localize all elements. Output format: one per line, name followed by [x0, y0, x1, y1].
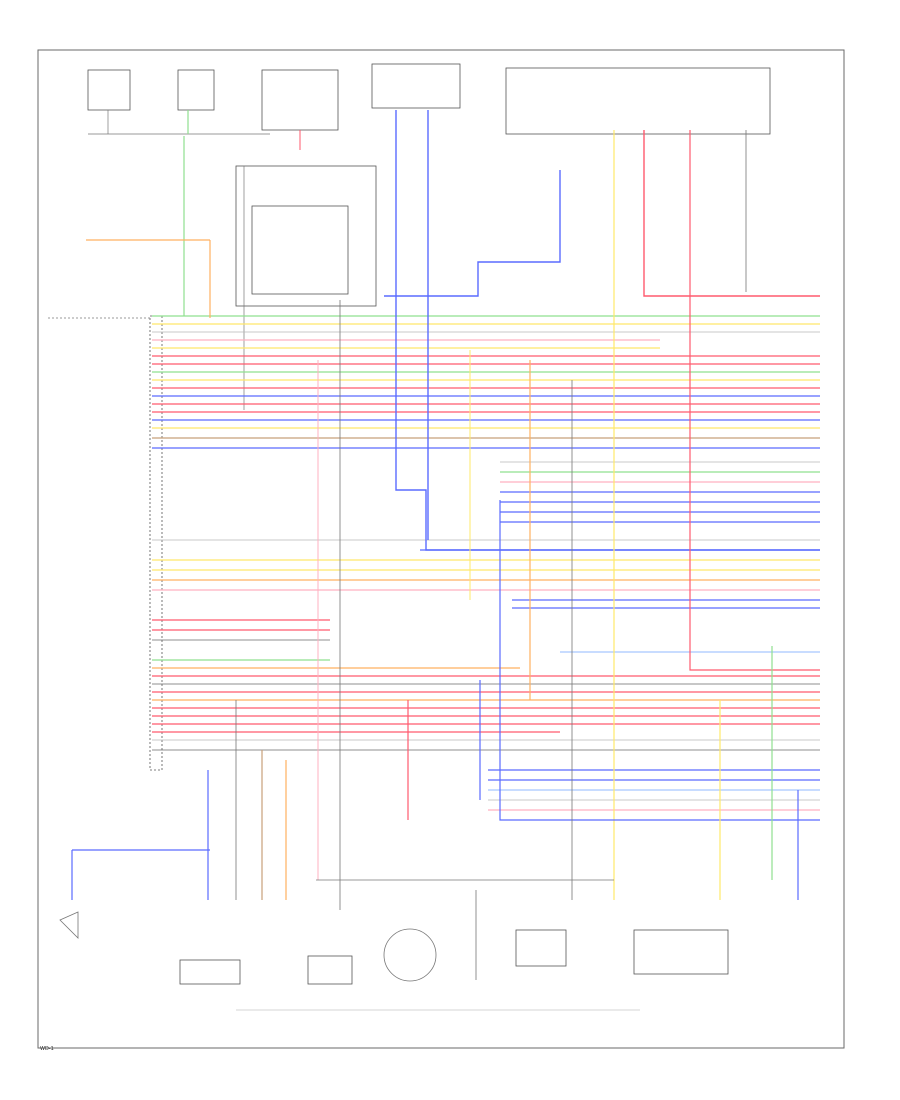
powertrain-control-module	[48, 315, 163, 771]
wire-bus	[152, 315, 820, 811]
pgm-fi-main-relay-box	[235, 165, 377, 410]
vertical-wires	[71, 110, 820, 910]
diagram-border	[37, 49, 845, 1049]
top-power-section	[87, 63, 771, 150]
page-number: WD-1	[40, 1046, 54, 1052]
bottom-components	[59, 879, 729, 1011]
